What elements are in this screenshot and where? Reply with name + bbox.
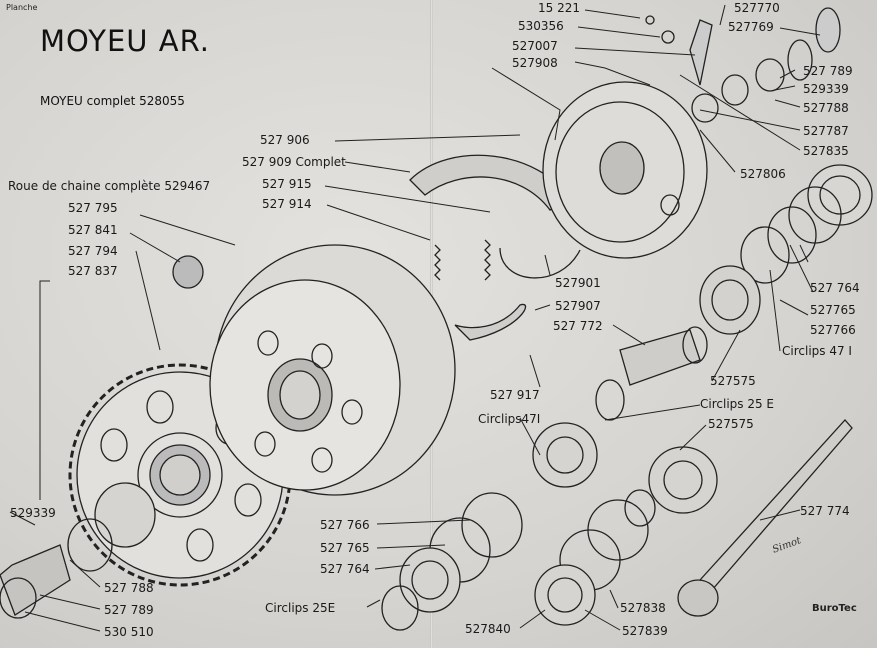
part-label: Circlips 25E	[265, 601, 336, 615]
part-label: 15 221	[538, 1, 580, 15]
right-bearing-stack	[699, 164, 873, 335]
part-label: 527835	[803, 144, 849, 158]
hub-complete-label: MOYEU complet 528055	[40, 94, 185, 108]
part-label: 527 789	[104, 603, 154, 617]
part-label: 527 789	[803, 64, 853, 78]
part-label: 527 766	[320, 518, 370, 532]
leader-lines	[9, 4, 821, 632]
part-label: 527806	[740, 167, 786, 181]
part-label: 527907	[555, 299, 601, 313]
part-label: 529339	[803, 82, 849, 96]
part-label: 527765	[810, 303, 856, 317]
part-label: 527788	[803, 101, 849, 115]
part-label: 527 837	[68, 264, 118, 278]
lower-seal-rings	[381, 492, 649, 631]
part-label: 527769	[728, 20, 774, 34]
part-label: 527575	[708, 417, 754, 431]
part-label: Circlips 47 I	[782, 344, 852, 358]
part-label: 527 909 Complet	[242, 155, 346, 169]
spring-2	[484, 239, 491, 281]
part-label: Circlips 25 E	[700, 397, 774, 411]
spacer-tube	[619, 329, 701, 386]
page-title: MOYEU AR.	[40, 24, 210, 58]
center-bearings	[532, 422, 718, 527]
part-label: 527 772	[553, 319, 603, 333]
part-label: 527766	[810, 323, 856, 337]
part-label: 527 841	[68, 223, 118, 237]
part-label: 527 914	[262, 197, 312, 211]
part-label: 527 917	[490, 388, 540, 402]
brake-plate	[542, 81, 708, 259]
axle	[677, 419, 853, 617]
part-label: 527770	[734, 1, 780, 15]
spring-1	[434, 244, 441, 281]
planche-label: Planche	[6, 3, 38, 12]
part-label: 527 915	[262, 177, 312, 191]
part-label: 527 765	[320, 541, 370, 555]
hub-drum	[209, 244, 456, 496]
part-label: 530 510	[104, 625, 154, 639]
part-label: 527 788	[104, 581, 154, 595]
part-label: 527 764	[810, 281, 860, 295]
part-label: Circlips47I	[478, 412, 541, 426]
part-label: 527908	[512, 56, 558, 70]
part-label: 527 774	[800, 504, 850, 518]
part-label: 527838	[620, 601, 666, 615]
top-right-parts	[645, 7, 841, 123]
part-label: 527901	[555, 276, 601, 290]
part-label: 527 795	[68, 201, 118, 215]
part-label: Roue de chaine complète 529467	[8, 179, 211, 193]
part-label: 530356	[518, 19, 564, 33]
left-small-parts	[0, 255, 204, 619]
part-label: 527839	[622, 624, 668, 638]
part-label: 527 906	[260, 133, 310, 147]
burotec-logo: BuroTec	[812, 603, 857, 614]
part-label: 527007	[512, 39, 558, 53]
part-label: 527787	[803, 124, 849, 138]
part-label: 527575	[710, 374, 756, 388]
part-label: 529339	[10, 506, 56, 520]
part-label: 527840	[465, 622, 511, 636]
part-label: 527 764	[320, 562, 370, 576]
part-label: 527 794	[68, 244, 118, 258]
